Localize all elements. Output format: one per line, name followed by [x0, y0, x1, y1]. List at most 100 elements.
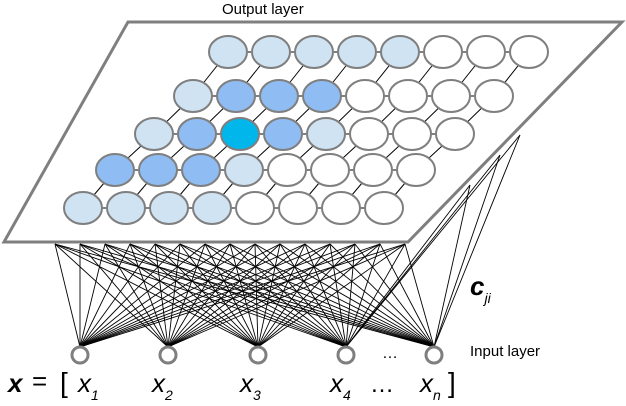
- output-node: [259, 79, 299, 113]
- connection-line: [254, 243, 347, 348]
- connection-line: [54, 243, 169, 348]
- connection-line: [167, 243, 231, 348]
- input-node: [336, 345, 356, 365]
- input-node: [424, 345, 444, 365]
- connection-line: [79, 243, 206, 348]
- connection-line: [345, 154, 501, 348]
- bracket-open: [: [60, 367, 68, 398]
- output-node: [106, 191, 146, 225]
- connection-line: [79, 243, 169, 348]
- connection-line: [379, 243, 435, 348]
- connection-line: [167, 243, 381, 348]
- connection-line: [79, 243, 381, 348]
- input-node: [158, 345, 178, 365]
- output-node: [216, 79, 256, 113]
- connection-line: [54, 243, 81, 348]
- connection-line: [167, 243, 406, 348]
- output-node: [138, 153, 178, 187]
- output-node: [364, 191, 404, 225]
- output-node: [181, 153, 221, 187]
- output-node: [192, 191, 232, 225]
- connection-line: [345, 134, 521, 348]
- connection-line: [79, 243, 356, 348]
- output-node: [95, 153, 135, 187]
- connection-line: [167, 243, 306, 348]
- connection-line: [345, 243, 381, 348]
- input-layer-label: Input layer: [470, 343, 540, 360]
- connection-line: [229, 243, 347, 348]
- connection-line: [354, 243, 435, 348]
- output-node: [302, 79, 342, 113]
- connection-line: [79, 243, 181, 348]
- input-element-label: x1: [76, 368, 99, 403]
- output-node: [396, 153, 436, 187]
- input-element-base: x: [328, 368, 344, 398]
- connection-line: [433, 154, 501, 348]
- output-node: [380, 35, 420, 69]
- output-node: [177, 117, 217, 151]
- connection-line: [167, 243, 331, 348]
- connection-line: [404, 243, 435, 348]
- connection-line: [229, 243, 435, 348]
- output-node: [294, 35, 334, 69]
- connection-line: [154, 243, 347, 348]
- connection-line: [129, 243, 435, 348]
- input-element-label: xn: [418, 368, 441, 403]
- connection-line: [204, 243, 347, 348]
- output-node: [173, 79, 213, 113]
- input-output-connections: [54, 134, 521, 348]
- connection-line: [79, 243, 347, 348]
- input-element-base: x: [76, 368, 92, 398]
- output-node: [474, 79, 514, 113]
- connection-line: [329, 243, 347, 348]
- connection-line: [254, 243, 435, 348]
- output-node: [423, 35, 463, 69]
- connection-line: [154, 243, 259, 348]
- connection-line: [179, 243, 435, 348]
- connection-line: [179, 243, 259, 348]
- output-node: [435, 117, 475, 151]
- equals-sign: =: [32, 366, 47, 396]
- output-node: [306, 117, 346, 151]
- connection-line: [79, 243, 306, 348]
- output-node: [149, 191, 189, 225]
- connection-line: [79, 243, 281, 348]
- connection-line: [104, 243, 169, 348]
- connection-line: [167, 243, 256, 348]
- input-node: [70, 345, 90, 365]
- input-node: [248, 345, 268, 365]
- connection-line: [167, 243, 356, 348]
- connection-line: [129, 243, 259, 348]
- connection-line: [54, 243, 347, 348]
- output-node: [235, 191, 275, 225]
- connection-line: [54, 243, 435, 348]
- connection-line: [279, 243, 347, 348]
- connection-line: [129, 243, 347, 348]
- connection-line: [204, 243, 259, 348]
- output-node: [310, 153, 350, 187]
- output-node: [134, 117, 174, 151]
- input-element-subscript: 2: [164, 387, 173, 403]
- connection-line: [167, 243, 281, 348]
- connection-line: [154, 243, 169, 348]
- output-node: [267, 153, 307, 187]
- output-node: [224, 153, 264, 187]
- vector-ellipsis: …: [370, 371, 394, 398]
- connection-line: [433, 134, 521, 348]
- output-node: [392, 117, 432, 151]
- connection-line: [345, 243, 406, 348]
- connection-line: [279, 243, 435, 348]
- connection-line: [54, 243, 259, 348]
- connection-line: [329, 243, 435, 348]
- input-element-label: x2: [150, 368, 173, 403]
- connection-line: [104, 243, 435, 348]
- output-node: [349, 117, 389, 151]
- connection-line: [154, 243, 435, 348]
- connection-line: [79, 243, 406, 348]
- output-node: [63, 191, 103, 225]
- output-node: [263, 117, 303, 151]
- connection-line: [104, 243, 259, 348]
- input-element-label: x3: [238, 368, 261, 403]
